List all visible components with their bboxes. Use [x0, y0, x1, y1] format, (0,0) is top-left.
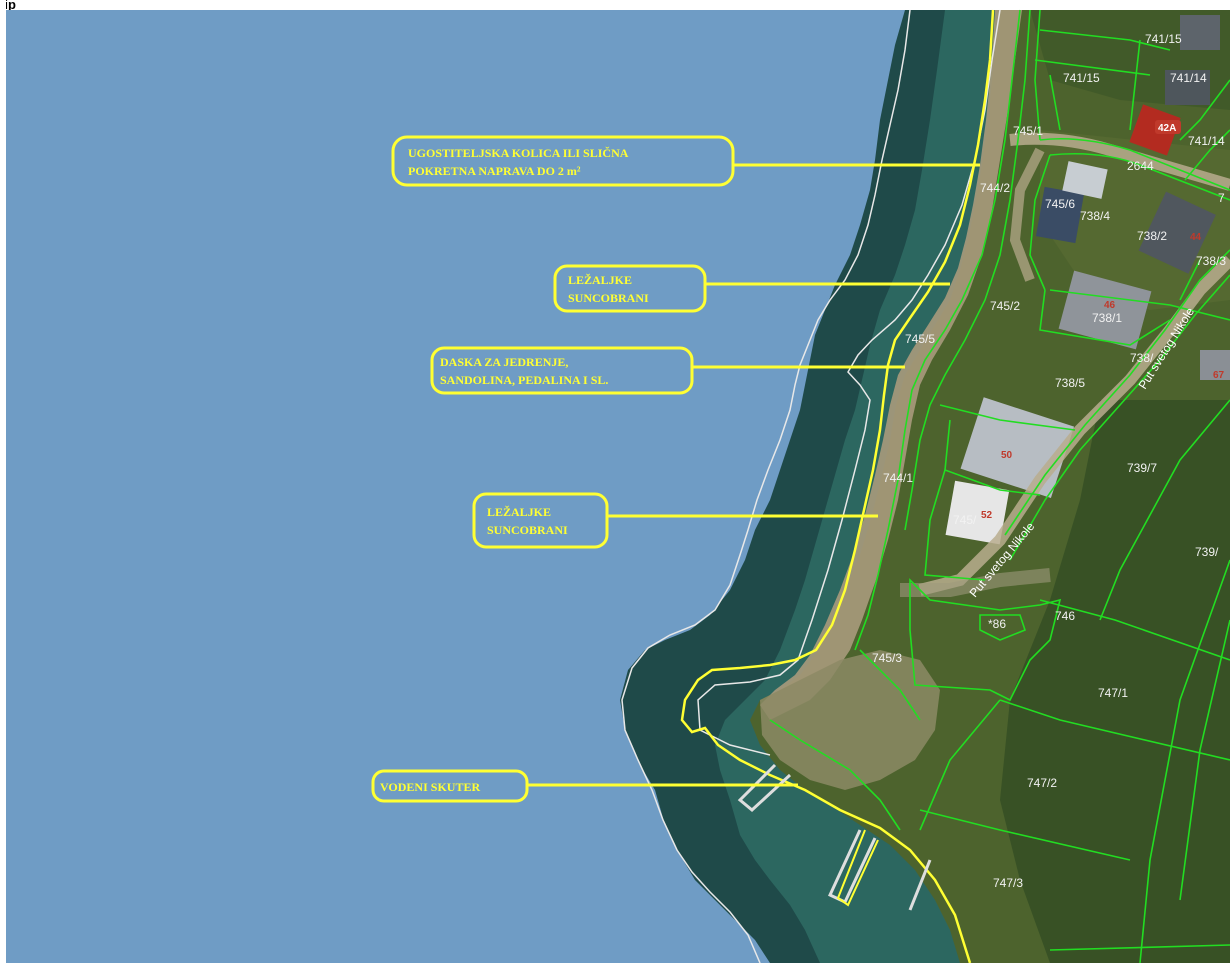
svg-text:VODENI SKUTER: VODENI SKUTER: [380, 780, 480, 794]
svg-text:LEŽALJKE: LEŽALJKE: [568, 273, 632, 287]
callout-leaders: [527, 163, 980, 787]
svg-text:747/1: 747/1: [1098, 686, 1128, 700]
svg-text:LEŽALJKE: LEŽALJKE: [487, 505, 551, 519]
svg-text:741/14: 741/14: [1170, 71, 1207, 85]
callout-jetski: VODENI SKUTER: [371, 769, 529, 803]
svg-text:741/15: 741/15: [1145, 32, 1182, 46]
parcel-boundaries: [769, 9, 1230, 963]
svg-text:POKRETNA NAPRAVA DO 2 m²: POKRETNA NAPRAVA DO 2 m²: [408, 164, 581, 178]
svg-text:745/6: 745/6: [1045, 197, 1075, 211]
road-main: [1009, 132, 1230, 191]
svg-text:745/3: 745/3: [872, 651, 902, 665]
svg-text:738/2: 738/2: [1137, 229, 1167, 243]
svg-text:7: 7: [1218, 191, 1225, 205]
svg-text:745/2: 745/2: [990, 299, 1020, 313]
svg-text:741/14: 741/14: [1188, 134, 1225, 148]
svg-text:*86: *86: [988, 617, 1006, 631]
svg-text:2644: 2644: [1127, 159, 1154, 173]
svg-text:42A: 42A: [1158, 123, 1176, 134]
svg-text:SUNCOBRANI: SUNCOBRANI: [568, 291, 649, 305]
svg-text:SUNCOBRANI: SUNCOBRANI: [487, 523, 568, 537]
svg-text:738/3: 738/3: [1196, 254, 1226, 268]
svg-text:67: 67: [1213, 370, 1225, 381]
svg-text:739/7: 739/7: [1127, 461, 1157, 475]
zone-boundary: [680, 9, 995, 963]
svg-text:52: 52: [981, 510, 993, 521]
svg-text:745/: 745/: [953, 513, 977, 527]
svg-text:747/3: 747/3: [993, 876, 1023, 890]
house-number-badges: 42A 44 46 67 50 52: [981, 120, 1225, 521]
svg-text:744/2: 744/2: [980, 181, 1010, 195]
svg-text:50: 50: [1001, 450, 1013, 461]
coastline: [621, 9, 911, 963]
parcel-labels: 741/15 741/15 741/14 741/14 745/1 2644 7…: [872, 32, 1226, 890]
svg-text:UGOSTITELJSKA KOLICA ILI SLIČN: UGOSTITELJSKA KOLICA ILI SLIČNA: [408, 146, 629, 160]
svg-text:744/1: 744/1: [883, 471, 913, 485]
callout-sunbeds-north: LEŽALJKE SUNCOBRANI: [553, 264, 707, 313]
svg-text:DASKA ZA JEDRENJE,: DASKA ZA JEDRENJE,: [440, 355, 568, 369]
callout-watersports: DASKA ZA JEDRENJE, SANDOLINA, PEDALINA I…: [430, 346, 694, 395]
svg-text:738/: 738/: [1130, 351, 1154, 365]
svg-text:746: 746: [1055, 609, 1075, 623]
svg-text:738/4: 738/4: [1080, 209, 1110, 223]
svg-text:745/1: 745/1: [1013, 124, 1043, 138]
svg-text:44: 44: [1190, 232, 1202, 243]
callout-kiosk: UGOSTITELJSKA KOLICA ILI SLIČNA POKRETNA…: [391, 135, 735, 187]
svg-text:738/5: 738/5: [1055, 376, 1085, 390]
svg-text:745/5: 745/5: [905, 332, 935, 346]
svg-text:741/15: 741/15: [1063, 71, 1100, 85]
svg-text:46: 46: [1104, 300, 1116, 311]
svg-text:739/: 739/: [1195, 545, 1219, 559]
callout-sunbeds-south: LEŽALJKE SUNCOBRANI: [472, 492, 609, 549]
svg-text:747/2: 747/2: [1027, 776, 1057, 790]
beach-strip: [760, 10, 1022, 720]
svg-text:738/1: 738/1: [1092, 311, 1122, 325]
svg-text:SANDOLINA, PEDALINA I SL.: SANDOLINA, PEDALINA I SL.: [440, 373, 608, 387]
